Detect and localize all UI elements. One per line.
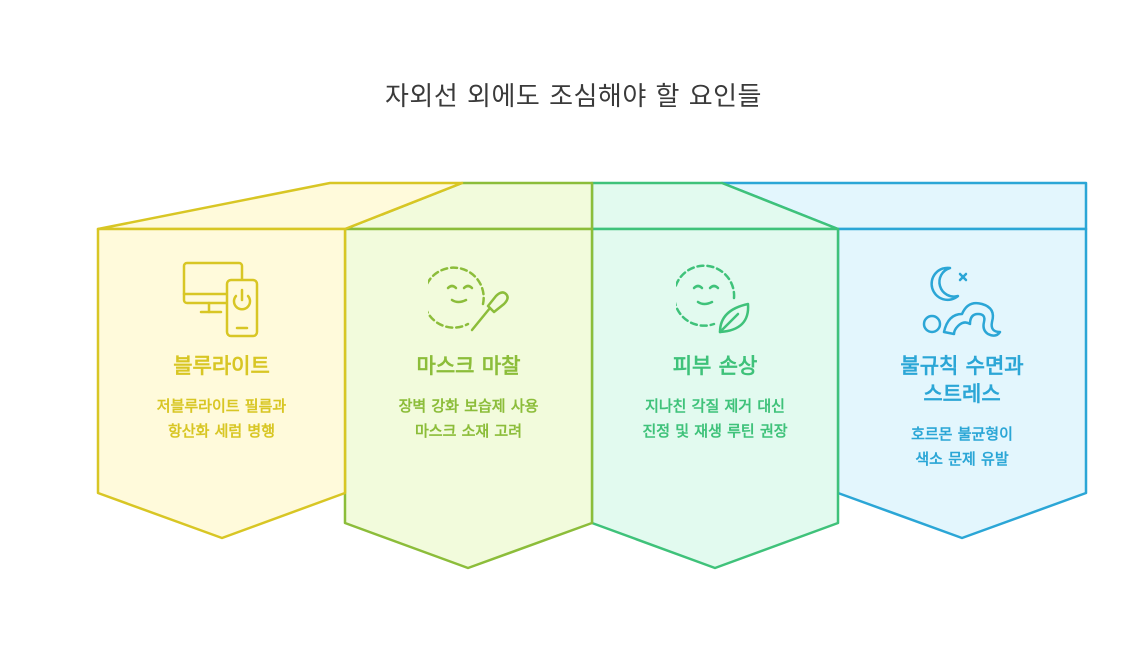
face-brush-icon <box>428 266 509 332</box>
panel-3-text: 피부 손상 지나친 각질 제거 대신 진정 및 재생 루틴 권장 <box>592 352 838 444</box>
panel-4-heading-line2: 스트레스 <box>923 382 1001 406</box>
panel-4-desc-line2: 색소 문제 유발 <box>915 450 1009 468</box>
page-title: 자외선 외에도 조심해야 할 요인들 <box>385 82 762 112</box>
panel-3-desc-line1: 지나친 각질 제거 대신 <box>645 397 785 415</box>
panel-2-desc-line1: 장벽 강화 보습제 사용 <box>398 397 539 415</box>
panel-3-heading: 피부 손상 <box>672 354 758 378</box>
panel-4-text: 불규칙 수면과 스트레스 호르몬 불균형이 색소 문제 유발 <box>838 352 1086 472</box>
panel-4-heading-line1: 불규칙 수면과 <box>900 354 1024 378</box>
moon-sleep-icon <box>922 266 1002 337</box>
monitor-phone-power-icon <box>182 261 259 338</box>
panel-1-body <box>96 227 347 540</box>
panel-2-desc-line2: 마스크 소재 고려 <box>414 422 523 440</box>
panel-2-text: 마스크 마찰 장벽 강화 보습제 사용 마스크 소재 고려 <box>345 352 592 444</box>
panel-4-desc-line1: 호르몬 불균형이 <box>911 425 1013 443</box>
panel-1-desc-line1: 저블루라이트 필름과 <box>156 397 287 415</box>
panel-2-heading: 마스크 마찰 <box>416 354 521 378</box>
panel-1-heading: 블루라이트 <box>173 354 270 378</box>
face-leaf-icon <box>676 264 750 334</box>
panel-1-desc-line2: 항산화 세럼 병행 <box>167 422 276 440</box>
panel-1-text: 블루라이트 저블루라이트 필름과 항산화 세럼 병행 <box>98 352 345 444</box>
panel-3-desc-line2: 진정 및 재생 루틴 권장 <box>642 422 788 440</box>
